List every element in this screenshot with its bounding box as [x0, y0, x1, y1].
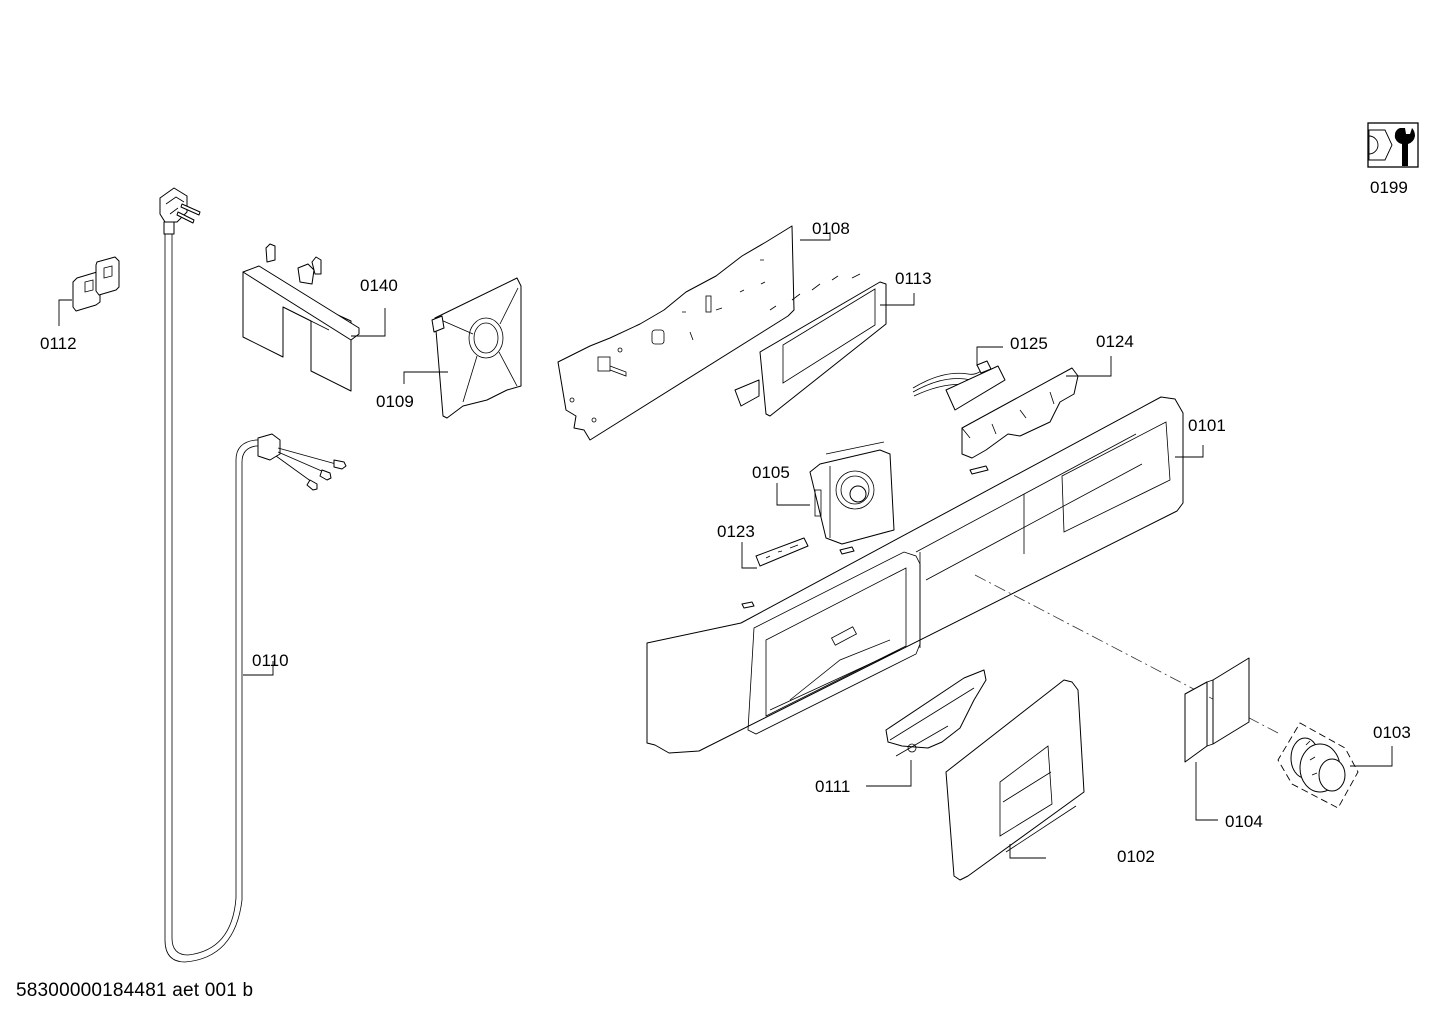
part-label-0101: 0101	[1188, 416, 1226, 435]
selector-knob-drawing	[1277, 722, 1359, 809]
part-label-0111: 0111	[815, 777, 850, 796]
part-label-0109: 0109	[376, 392, 414, 411]
part-label-0125: 0123	[717, 522, 755, 541]
drawer-handle-drawing	[945, 679, 1085, 881]
cable-clip-drawing	[72, 256, 120, 312]
part-label-0110: 0110	[252, 651, 289, 670]
part-0123[interactable]: 0124	[961, 332, 1134, 459]
drawer-flap-drawing	[885, 669, 987, 757]
part-label-0105: 0105	[752, 463, 790, 482]
part-0109[interactable]: 0109	[376, 277, 522, 419]
part-0140[interactable]: 0140	[242, 243, 398, 392]
part-label-0104: 0104	[1225, 812, 1263, 831]
mains-cable	[159, 187, 262, 963]
part-label-0140: 0140	[360, 276, 398, 295]
part-0125[interactable]: 0123	[717, 522, 809, 569]
part-label-0108: 0108	[812, 219, 850, 238]
part-0111[interactable]: 0111	[815, 669, 987, 796]
nut-and-wrench-icon	[1367, 122, 1419, 168]
control-board-drawing	[557, 225, 795, 441]
part-0104[interactable]: 0104	[1184, 657, 1263, 831]
part-0108[interactable]: 0108	[557, 219, 850, 441]
part-label-0113: 0113	[895, 269, 932, 288]
part-0101[interactable]: 0101	[646, 396, 1279, 754]
part-0124[interactable]: 0125	[912, 334, 1048, 411]
part-0113[interactable]: 0113	[734, 269, 932, 417]
part-label-0103: 0103	[1373, 723, 1411, 742]
schuko-plug-icon	[159, 187, 201, 235]
part-0110[interactable]: 0110	[243, 433, 347, 676]
part-label-0112: 0112	[40, 334, 77, 353]
encoder-module-drawing	[809, 441, 895, 545]
control-fascia-drawing	[646, 396, 1184, 754]
harness-connector-drawing	[257, 433, 347, 491]
part-label-0123: 0124	[1096, 332, 1134, 351]
part-0199[interactable]: 0199	[1367, 122, 1419, 197]
part-label-0102: 0102	[1117, 847, 1155, 866]
part-0102[interactable]: 0102	[945, 679, 1155, 881]
suppressor-drawing	[242, 243, 360, 392]
display-window-drawing	[1184, 657, 1250, 763]
part-label-0124: 0125	[1010, 334, 1048, 353]
part-0105[interactable]: 0105	[752, 441, 895, 545]
light-guide-drawing	[961, 367, 1079, 459]
sensor-board-drawing	[912, 360, 1006, 411]
document-id: 58300000184481 aet 001 b	[16, 980, 254, 1001]
part-0103[interactable]: 0103	[1277, 722, 1411, 809]
part-label-0199: 0199	[1370, 178, 1408, 197]
bracket-drawing	[431, 277, 522, 419]
small-board-drawing	[755, 537, 809, 567]
part-0112[interactable]: 0112	[40, 256, 120, 353]
display-board-drawing	[734, 273, 887, 417]
